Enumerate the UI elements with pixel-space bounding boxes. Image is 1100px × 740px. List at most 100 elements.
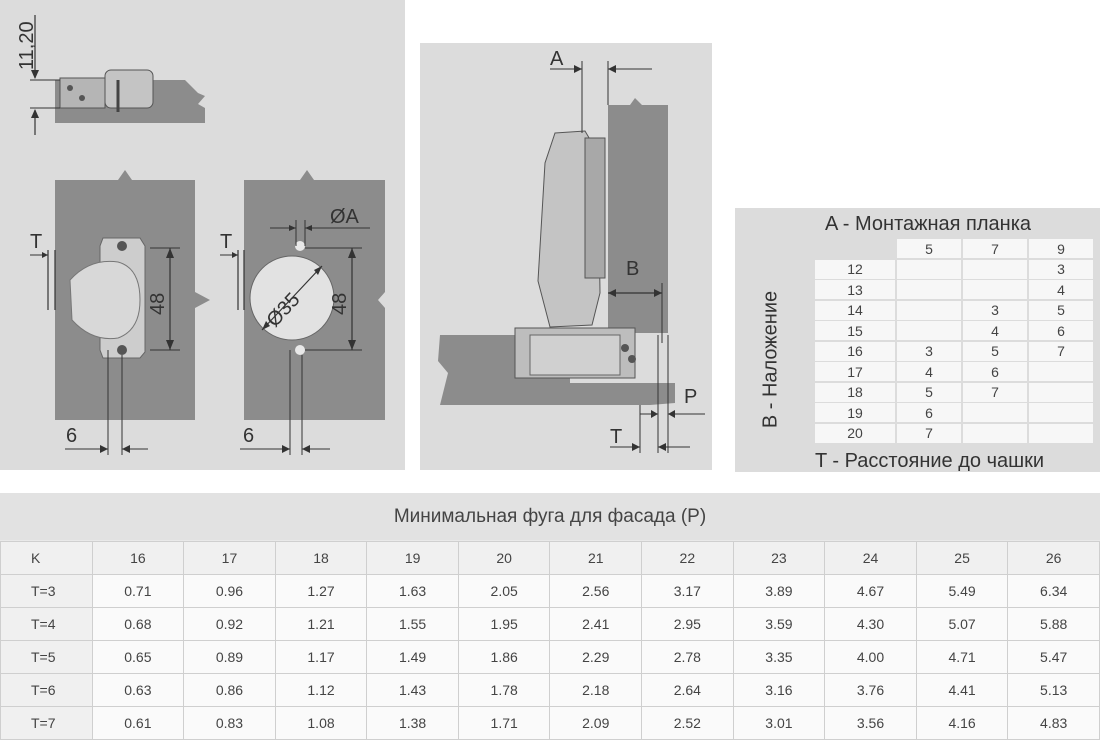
mount-cell xyxy=(897,259,961,279)
gap-cell: 1.71 xyxy=(457,706,551,740)
gap-cell: 0.63 xyxy=(91,673,185,707)
mount-cell: 6 xyxy=(1029,321,1093,340)
gap-cell: 1.55 xyxy=(366,607,459,641)
mount-column-header: 5 xyxy=(897,239,961,258)
mount-cell: 7 xyxy=(897,423,961,443)
hinge-side-view: A B P T xyxy=(438,48,705,453)
gap-cell: 1.21 xyxy=(274,607,368,641)
mount-cell: 3 xyxy=(963,300,1027,320)
mount-cell: 5 xyxy=(897,382,961,402)
gap-cell: 0.83 xyxy=(183,706,276,740)
gap-cell: 3.35 xyxy=(732,640,826,674)
mount-cell xyxy=(963,280,1027,299)
gap-cell: 0.89 xyxy=(183,640,276,674)
gap-row-label: T=5 xyxy=(0,640,93,674)
mount-row-label: 20 xyxy=(815,423,895,443)
mounting-plate-table: A - Монтажная планка T - Расстояние до ч… xyxy=(735,208,1100,472)
diameter-a-label: ØA xyxy=(330,206,360,228)
drilling-diagram: 11,20 T 48 6 xyxy=(16,15,385,455)
mount-cell: 4 xyxy=(963,321,1027,340)
gap-cell: 2.56 xyxy=(549,574,643,608)
gap-cell: 1.17 xyxy=(274,640,368,674)
p-dimension-label: P xyxy=(684,386,697,408)
gap-cell: 1.08 xyxy=(274,706,368,740)
gap-cell: 2.05 xyxy=(457,574,551,608)
gap-cell: 3.89 xyxy=(732,574,826,608)
gap-cell: 1.49 xyxy=(366,640,459,674)
gap-cell: 0.92 xyxy=(183,607,276,641)
gap-cell: 1.95 xyxy=(457,607,551,641)
dist-6-label-1: 6 xyxy=(66,425,77,447)
gap-cell: 0.96 xyxy=(183,574,276,608)
gap-cell: 2.95 xyxy=(641,607,734,641)
gap-cell: 1.12 xyxy=(274,673,368,707)
gap-cell: 1.86 xyxy=(457,640,551,674)
mount-cell xyxy=(1029,403,1093,422)
gap-cell: 5.47 xyxy=(1007,640,1100,674)
dist-48-label-1: 48 xyxy=(147,293,169,315)
gap-row-label: T=6 xyxy=(0,673,93,707)
gap-cell: 3.76 xyxy=(824,673,917,707)
mount-row-label: 18 xyxy=(815,382,895,402)
gap-column-header: 25 xyxy=(915,541,1009,575)
gap-cell: 4.16 xyxy=(915,706,1009,740)
gap-cell: 3.01 xyxy=(732,706,826,740)
gap-row-label: T=7 xyxy=(0,706,93,740)
gap-cell: 1.27 xyxy=(274,574,368,608)
gap-cell: 5.07 xyxy=(915,607,1009,641)
gap-cell: 0.86 xyxy=(183,673,276,707)
mount-cell xyxy=(897,300,961,320)
mount-row-label: 15 xyxy=(815,321,895,340)
t-dimension-label: T xyxy=(610,426,622,448)
plate-front-view: T 48 6 xyxy=(30,170,210,455)
b-dimension-label: B xyxy=(626,258,639,280)
mount-table-footer: T - Расстояние до чашки xyxy=(815,450,1045,472)
mount-cell: 5 xyxy=(1029,300,1093,320)
a-dimension-label: A xyxy=(550,48,564,70)
gap-cell: 0.65 xyxy=(91,640,185,674)
mount-cell xyxy=(963,259,1027,279)
drilling-front-view: Ø35 T ØA 48 6 xyxy=(220,170,385,455)
mount-cell: 3 xyxy=(897,341,961,361)
gap-cell: 2.09 xyxy=(549,706,643,740)
t-label-2: T xyxy=(220,231,232,253)
gap-cell: 3.16 xyxy=(732,673,826,707)
gap-cell: 5.13 xyxy=(1007,673,1100,707)
mount-cell xyxy=(963,423,1027,443)
gap-cell: 2.18 xyxy=(549,673,643,707)
mount-row-label: 19 xyxy=(815,403,895,422)
mount-cell: 6 xyxy=(963,362,1027,381)
gap-column-header: 16 xyxy=(91,541,185,575)
gap-cell: 3.59 xyxy=(732,607,826,641)
gap-cell: 1.63 xyxy=(366,574,459,608)
mount-cell: 5 xyxy=(963,341,1027,361)
gap-cell: 5.49 xyxy=(915,574,1009,608)
gap-cell: 4.67 xyxy=(824,574,917,608)
gap-cell: 4.00 xyxy=(824,640,917,674)
gap-cell: 5.88 xyxy=(1007,607,1100,641)
gap-corner-cell: K xyxy=(0,541,93,575)
gap-column-header: 18 xyxy=(274,541,368,575)
mount-cell xyxy=(897,280,961,299)
mount-row-label: 13 xyxy=(815,280,895,299)
mount-row-label: 16 xyxy=(815,341,895,361)
gap-row-label: T=3 xyxy=(0,574,93,608)
gap-row-label: T=4 xyxy=(0,607,93,641)
mount-cell xyxy=(963,403,1027,422)
mount-cell xyxy=(897,321,961,340)
mount-cell: 6 xyxy=(897,403,961,422)
dist-6-label-2: 6 xyxy=(243,425,254,447)
mount-row-label: 14 xyxy=(815,300,895,320)
gap-cell: 4.30 xyxy=(824,607,917,641)
mount-cell: 4 xyxy=(1029,280,1093,299)
mount-table-row-axis-label: B - Наложение xyxy=(759,290,782,429)
mount-column-header: 7 xyxy=(963,239,1027,258)
gap-cell: 4.83 xyxy=(1007,706,1100,740)
t-label-1: T xyxy=(30,231,42,253)
